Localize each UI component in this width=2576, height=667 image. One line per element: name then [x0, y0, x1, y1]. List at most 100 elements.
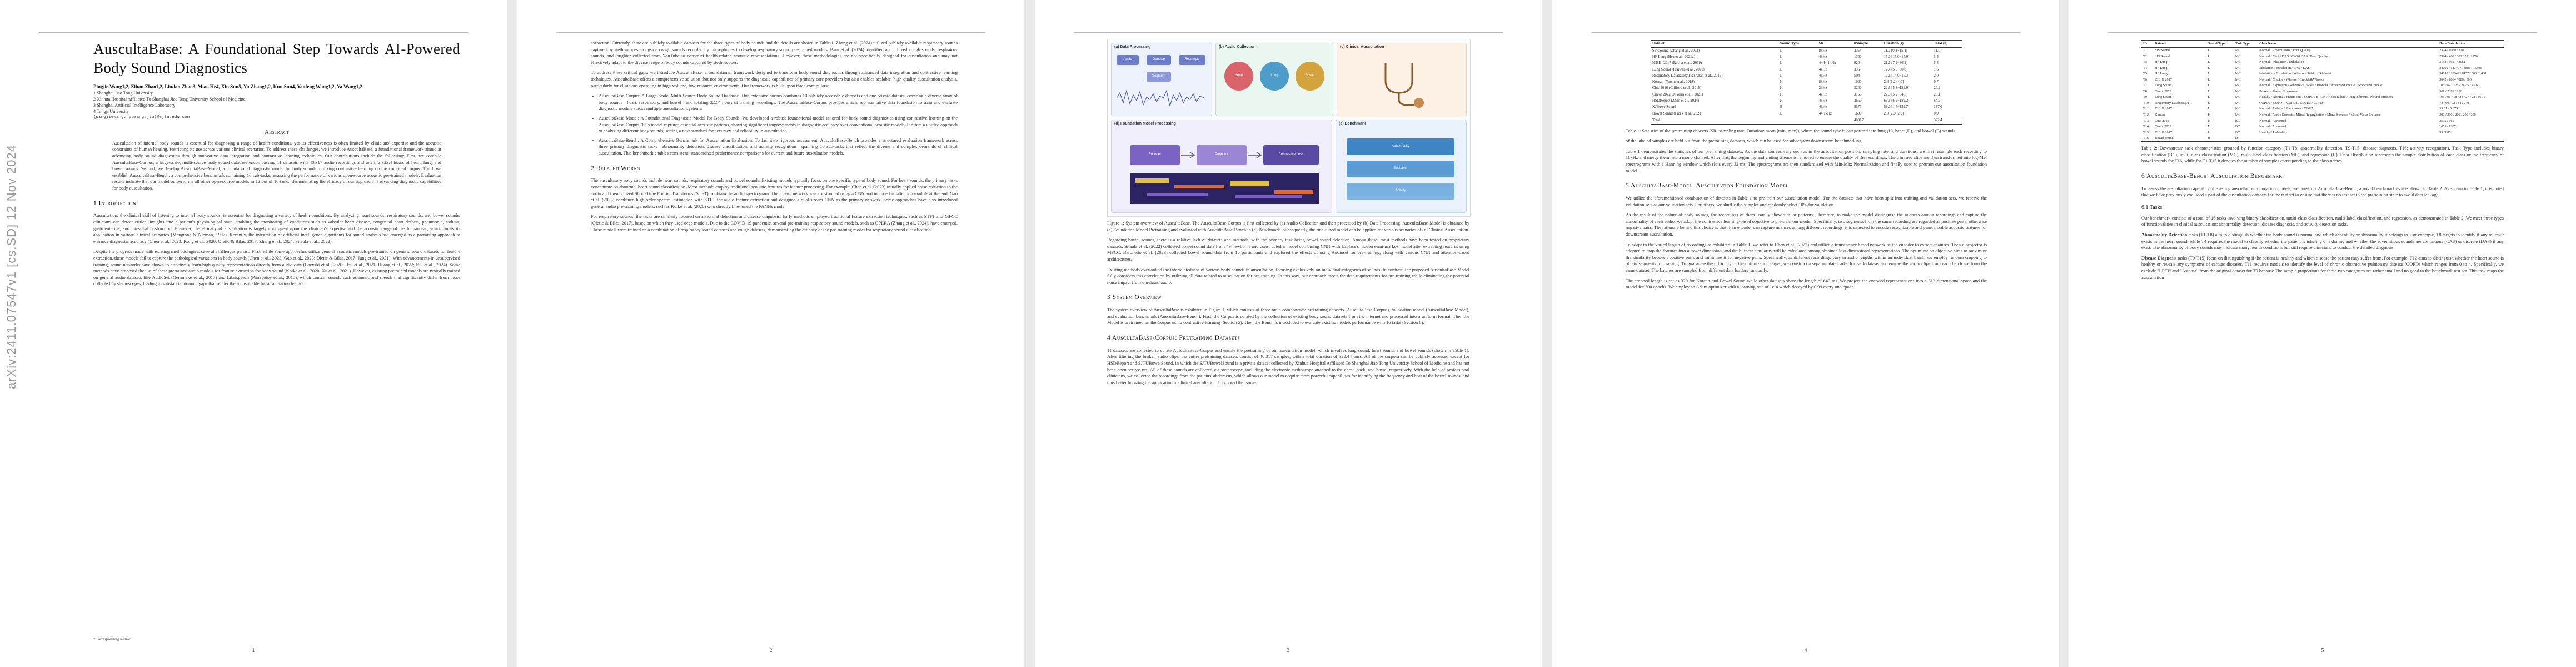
- table-cell: 4kHz: [1818, 73, 1827, 78]
- table-cell: L: [2208, 130, 2210, 135]
- column-header: SR: [1817, 39, 1852, 48]
- intro-paragraph-2: Despite the progress made with existing …: [93, 249, 460, 287]
- table-cell: T16: [2141, 135, 2154, 142]
- paragraph: Our benchmark consists of a total of 16 …: [2141, 215, 2504, 227]
- table-2-caption: Table 2: Downstream task characteristics…: [2141, 146, 2504, 164]
- table-cell: L: [2208, 107, 2210, 111]
- table-cell: 4kHz: [1818, 105, 1827, 109]
- table-cell: T15: [2143, 130, 2149, 135]
- intro-paragraph-1: Auscultation, the clinical skill of list…: [93, 213, 460, 244]
- panel-title: (b) Audio Collection: [1219, 45, 1256, 49]
- table-cell: L: [2208, 60, 2210, 64]
- paragraph: extraction. Currently, there are publicl…: [591, 41, 958, 65]
- table-cell: 22.5 [5.3−122.0]: [1884, 86, 1910, 91]
- table-cell: 1655 / 1287: [2439, 125, 2456, 129]
- table-cell: 17.1 [14.0−16.3]: [1884, 73, 1910, 78]
- section-system-overview-heading: 3 System Overview: [1107, 294, 1162, 301]
- paper-title: AuscultaBase: A Foundational Step Toward…: [93, 41, 460, 76]
- arxiv-identifier: arXiv:2411.07547v1 [cs.SD] 12 Nov 2024: [4, 145, 18, 389]
- table-cell: Normal / Abnormal: [2259, 125, 2286, 129]
- table-cell: L: [2208, 95, 2210, 99]
- paragraph: For respiratory sounds, the tasks are si…: [591, 214, 958, 232]
- column-header: #Sample: [1852, 39, 1882, 48]
- table-cell: 8kHz: [1818, 80, 1827, 84]
- table-cell: MC: [2235, 112, 2241, 117]
- table-cell: 35 / 885: [2439, 130, 2451, 135]
- paragraph: Regarding bowel sounds, there is a relat…: [1107, 237, 1469, 262]
- table-cell: –: [2438, 135, 2504, 142]
- table-cell: 1690: [1853, 111, 1862, 116]
- table-cell: Circor 2022: [2155, 89, 2171, 93]
- table-cell: 1000: [1853, 80, 1862, 84]
- table-cell: Normal / Aortic Stenosis / Mitral Regurg…: [2259, 112, 2381, 117]
- table-cell: 322.4: [1932, 117, 1962, 125]
- table-cell: H: [2208, 112, 2211, 117]
- column-header: Total (h): [1932, 39, 1962, 48]
- waveform-graphic: [1117, 89, 1205, 107]
- paragraph: To assess the auscultation capability of…: [2141, 186, 2504, 198]
- table-cell: MC: [2235, 89, 2241, 93]
- table-cell: 3354: [1853, 48, 1862, 53]
- run-in-heading: Disease Diagnosis: [2141, 255, 2177, 261]
- header-rule: [556, 32, 985, 33]
- paragraph: The auscultatory body sounds include hea…: [591, 178, 958, 209]
- table-cell: T9: [2143, 95, 2147, 99]
- header-rule: [2108, 32, 2537, 33]
- page-4-body: Dataset Sound Type SR #Sample Duration (…: [1626, 39, 1987, 295]
- figure-box: Heart: [1224, 62, 1253, 91]
- table-cell: 336: [1853, 67, 1860, 72]
- arrow-icon: [1181, 152, 1195, 158]
- table-header-row: ID Dataset Sound Type Task Type Class Na…: [2141, 40, 2504, 48]
- abstract-heading: Abstract: [265, 128, 289, 136]
- page-5: ID Dataset Sound Type Task Type Class Na…: [2069, 0, 2576, 667]
- table-cell: T3: [2143, 60, 2147, 64]
- affiliation-3: 3 Shanghai Artificial Intelligence Labor…: [93, 103, 176, 108]
- table-cell: SPRSound: [2155, 48, 2170, 53]
- table-cell: MC: [2235, 54, 2241, 58]
- paragraph: To address these critical gaps, we intro…: [591, 70, 958, 88]
- table-cell: MC: [2235, 101, 2241, 105]
- table-cell: 11.0: [1934, 48, 1941, 53]
- figure-box: Resample: [1179, 55, 1205, 65]
- table-cell: [1882, 117, 1932, 125]
- arrow-icon: [1248, 152, 1262, 158]
- section-bench-heading: 6 AuscultaBase-Bench: Auscultation Bench…: [2141, 173, 2283, 180]
- table-cell: 40317: [1852, 117, 1882, 125]
- section-corpus-heading: 4 AuscultaBase-Corpus: Pretraining Datas…: [1107, 334, 1240, 341]
- list-item: AuscultaBase-Corpus: A Large-Scale, Mult…: [599, 93, 958, 112]
- table-2-downstream-tasks: ID Dataset Sound Type Task Type Class Na…: [2141, 40, 2504, 142]
- figure-box: Bowel: [1296, 62, 1324, 91]
- paragraph: 11 datasets are collected to curate Ausc…: [1107, 347, 1469, 385]
- table-cell: 3660: [1853, 99, 1862, 103]
- table-cell: 4−44.1kHz: [1818, 61, 1836, 66]
- table-cell: BC: [2235, 118, 2240, 123]
- page-3: (a) Data Processing Audio Denoise Resamp…: [1035, 0, 1542, 667]
- header-rule: [1591, 32, 2020, 33]
- table-cell: B: [1780, 105, 1783, 109]
- affiliation-2: 2 Xinhua Hospital Affiliated To Shanghai…: [93, 97, 246, 102]
- table-cell: T7: [2143, 83, 2147, 88]
- system-overview-figure: (a) Data Processing Audio Denoise Resamp…: [1107, 39, 1471, 217]
- paragraph: To adapt to the varied length of recordi…: [1626, 242, 1987, 273]
- run-in-heading: Abnormality Detection: [2141, 232, 2188, 238]
- table-cell: MC: [2235, 60, 2241, 64]
- paragraph: The system overview of AuscultaBase is e…: [1107, 307, 1469, 326]
- table-row: Respiratory Database@TR (Altan et al., 2…: [1651, 73, 1962, 79]
- table-cell: 15.0 [15.0−15.0]: [1884, 55, 1910, 59]
- figure-box: Segment: [1147, 72, 1171, 82]
- panel-clinical-auscultation: [1337, 43, 1467, 116]
- page-number: 3: [1287, 648, 1290, 654]
- table-cell: 20.1: [1934, 92, 1941, 97]
- table-cell: BC: [2235, 125, 2240, 129]
- table-cell: Present / Absent / Unknown: [2259, 89, 2298, 93]
- table-cell: L: [1780, 48, 1782, 53]
- paragraph: Disease Diagnosis tasks (T9-T15) focus o…: [2141, 255, 2504, 281]
